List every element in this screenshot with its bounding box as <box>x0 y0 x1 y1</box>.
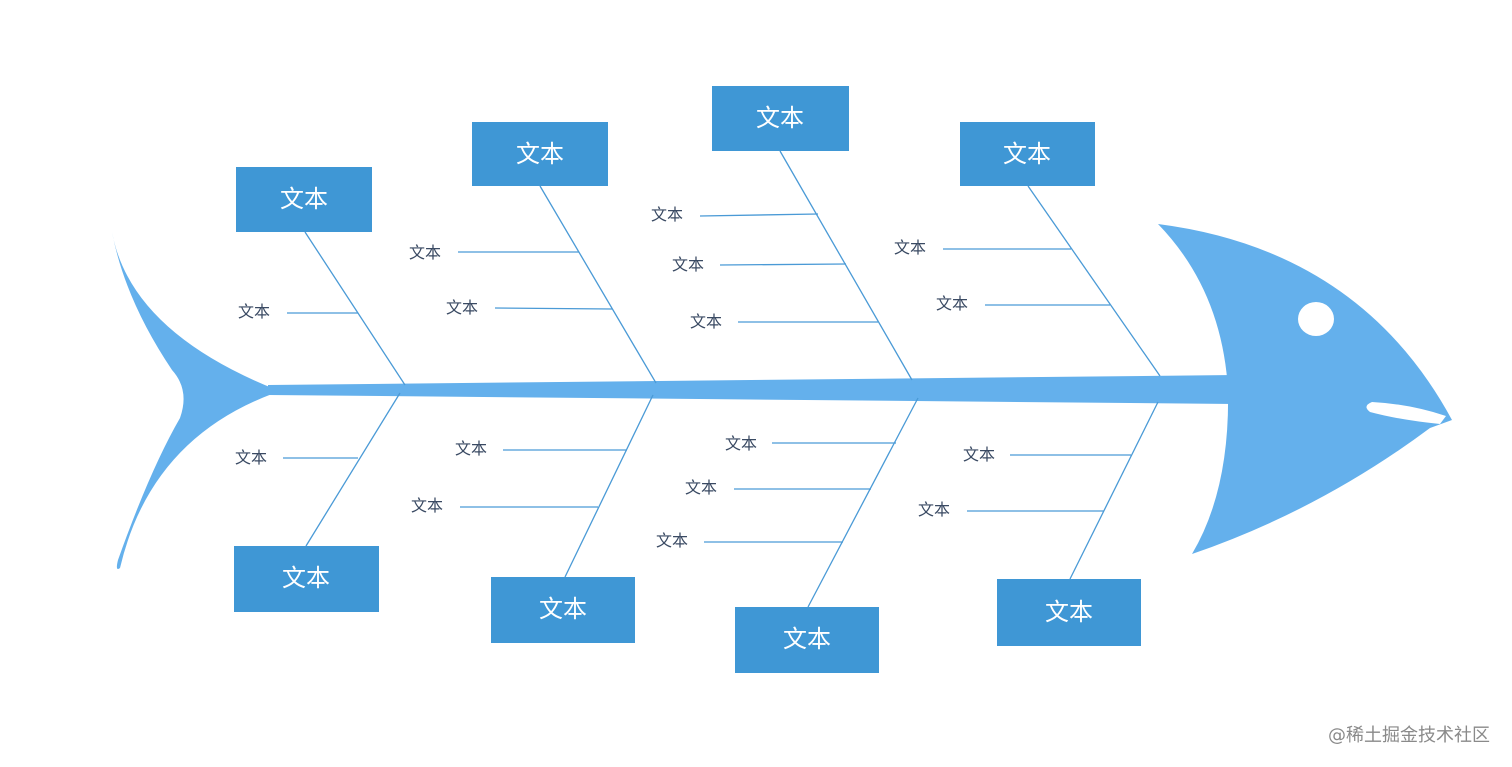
cause-line <box>699 213 819 217</box>
top-branch-3: 文本 文本 文本 文本 <box>651 86 913 381</box>
category-box <box>712 86 849 151</box>
main-bone <box>1027 185 1161 377</box>
cause-label: 文本 <box>238 302 270 321</box>
cause-label: 文本 <box>685 478 717 497</box>
cause-label: 文本 <box>656 531 688 550</box>
category-label: 文本 <box>280 185 328 213</box>
fish-head <box>1158 224 1452 554</box>
category-box <box>236 167 372 232</box>
top-branch-2: 文本 文本 文本 <box>409 122 657 384</box>
fish-mouth <box>1366 402 1446 424</box>
top-branch-1: 文本 文本 <box>236 167 406 386</box>
cause-label: 文本 <box>894 238 926 257</box>
bottom-branch-3: 文本 文本 文本 文本 <box>656 397 919 673</box>
top-branch-4: 文本 文本 文本 <box>894 122 1161 377</box>
cause-label: 文本 <box>672 255 704 274</box>
cause-label: 文本 <box>411 496 443 515</box>
cause-line <box>494 307 613 310</box>
cause-label: 文本 <box>235 448 267 467</box>
cause-label: 文本 <box>651 205 683 224</box>
main-bone <box>807 397 919 608</box>
cause-label: 文本 <box>446 298 478 317</box>
category-label: 文本 <box>516 140 564 168</box>
main-bone <box>539 185 657 384</box>
category-label: 文本 <box>783 625 831 653</box>
category-box <box>735 607 879 673</box>
category-label: 文本 <box>1003 140 1051 168</box>
category-box <box>472 122 608 186</box>
cause-label: 文本 <box>409 243 441 262</box>
cause-label: 文本 <box>725 434 757 453</box>
fish-eye <box>1298 302 1334 336</box>
bottom-branch-1: 文本 文本 <box>234 392 401 612</box>
category-label: 文本 <box>1045 598 1093 626</box>
main-bone <box>305 392 401 547</box>
fish-tail <box>112 232 272 569</box>
cause-label: 文本 <box>918 500 950 519</box>
main-bone <box>779 150 913 381</box>
bottom-branch-4: 文本 文本 文本 <box>918 401 1159 646</box>
category-label: 文本 <box>756 104 804 132</box>
main-bone <box>1069 401 1159 580</box>
cause-label: 文本 <box>963 445 995 464</box>
category-label: 文本 <box>539 595 587 623</box>
category-box <box>997 579 1141 646</box>
fish-spine <box>268 375 1235 404</box>
main-bone <box>304 231 406 386</box>
main-bone <box>564 394 654 578</box>
bottom-branch-2: 文本 文本 文本 <box>411 394 654 643</box>
cause-label: 文本 <box>936 294 968 313</box>
watermark: @稀土掘金技术社区 <box>1328 725 1490 746</box>
cause-label: 文本 <box>690 312 722 331</box>
category-box <box>960 122 1095 186</box>
cause-line <box>719 263 847 266</box>
cause-label: 文本 <box>455 439 487 458</box>
category-box <box>491 577 635 643</box>
category-box <box>234 546 379 612</box>
category-label: 文本 <box>282 564 330 592</box>
